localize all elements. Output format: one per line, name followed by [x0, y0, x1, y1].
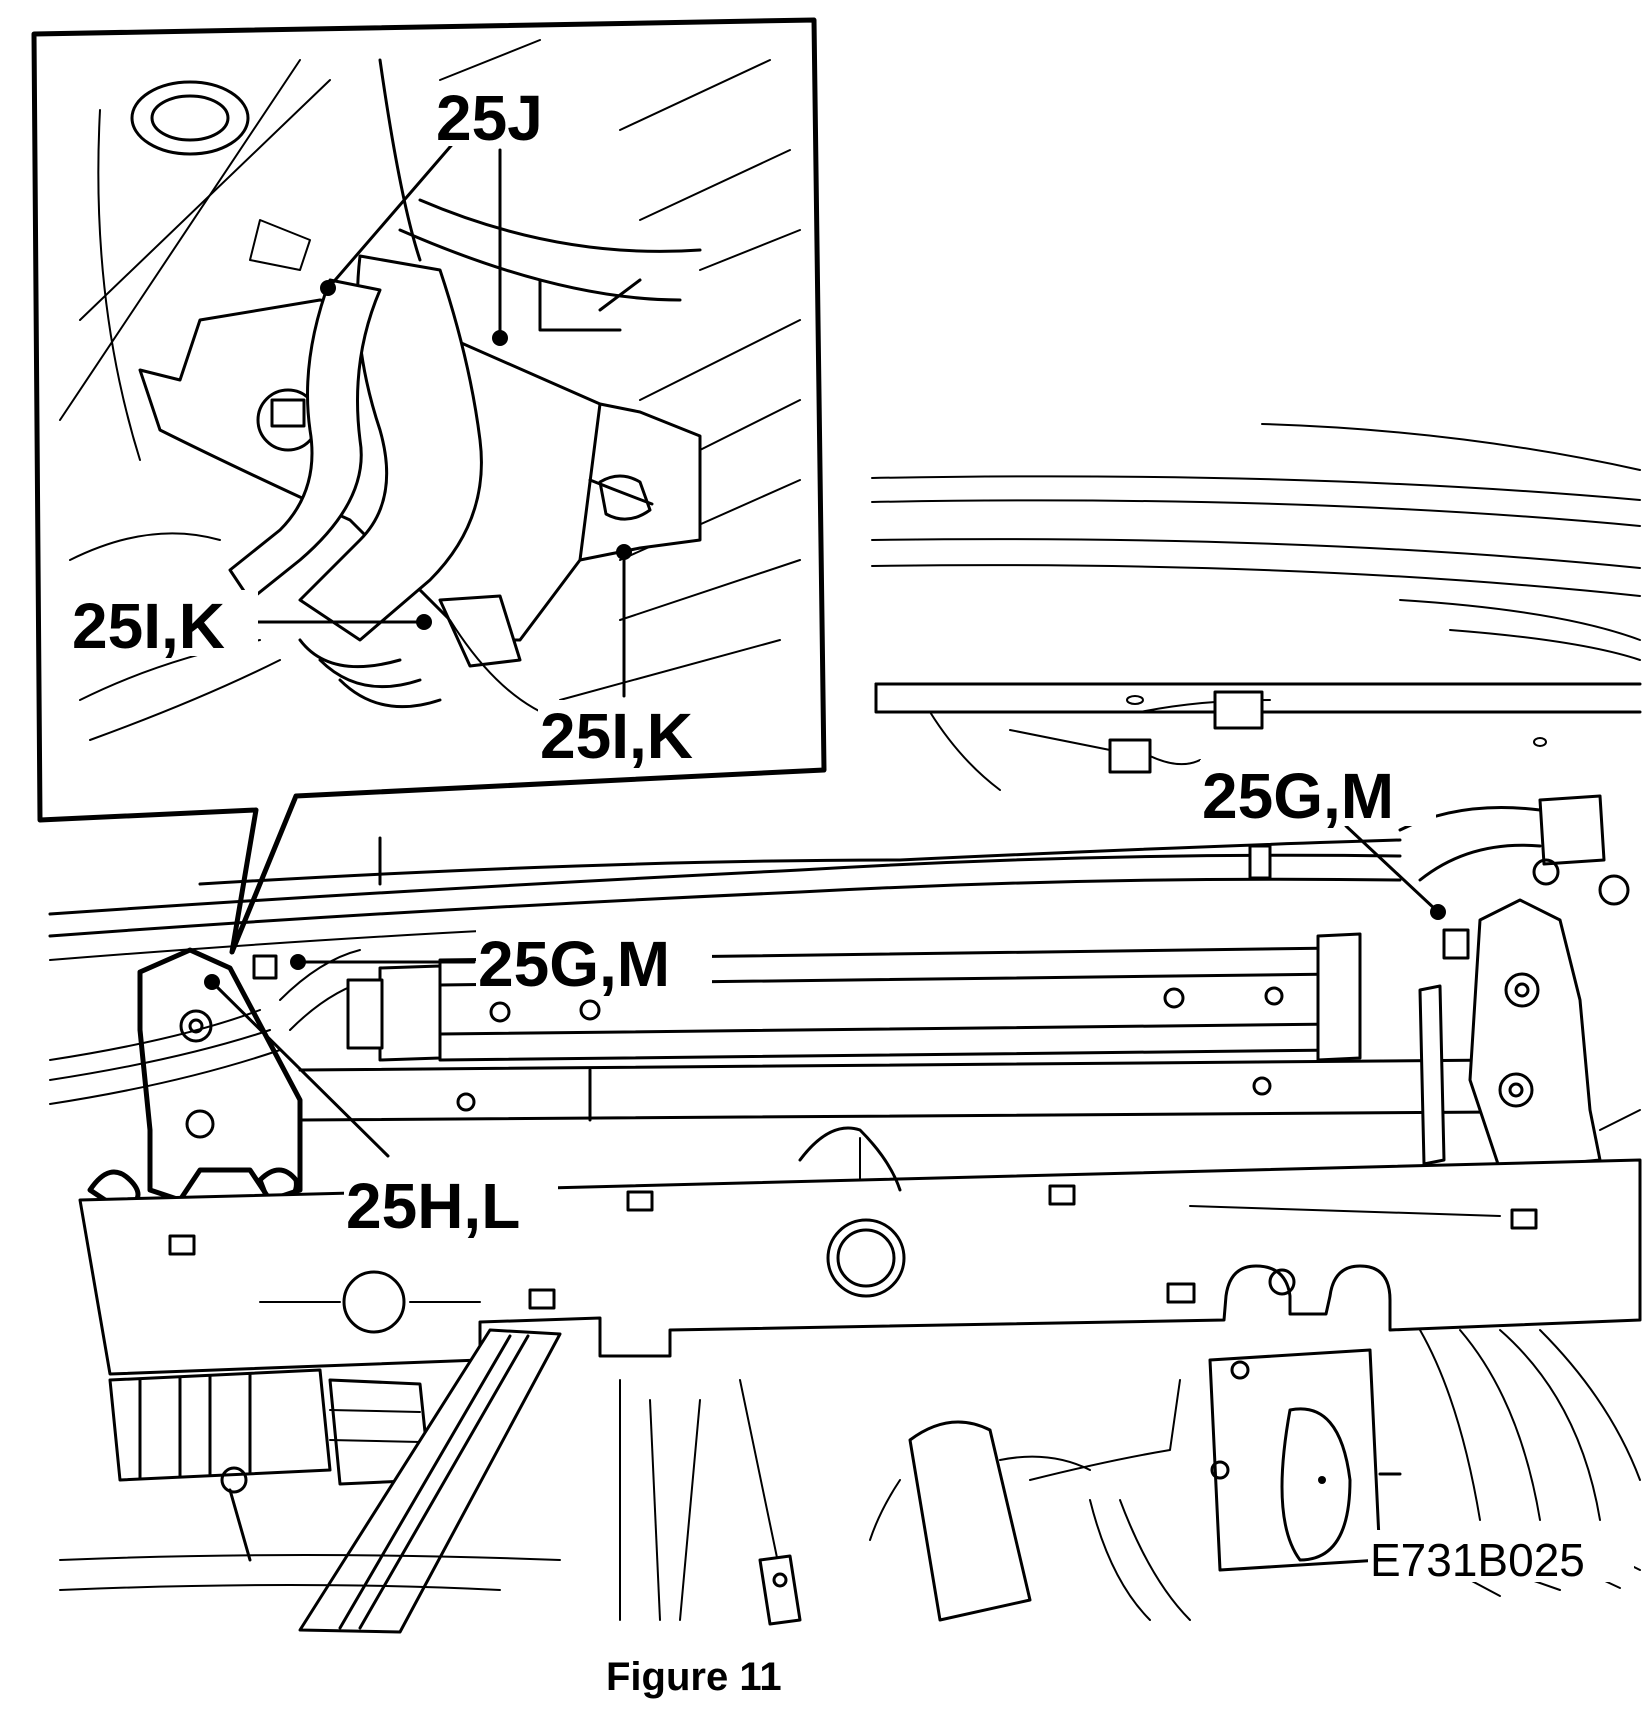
engine-lower	[59, 1328, 1641, 1634]
callout-25ik-right: 25I,K	[540, 700, 693, 772]
leader-dot-25hl	[204, 974, 220, 990]
leader-dot-25gm-mid	[290, 954, 306, 970]
hoses	[48, 836, 1402, 1105]
left-bracket	[87, 947, 303, 1213]
figure-caption: Figure 11	[606, 1655, 782, 1699]
callout-25gm-mid: 25G,M	[478, 928, 670, 1000]
cowl-panel	[874, 682, 1642, 791]
drawing-id: E731B025	[1370, 1534, 1585, 1586]
callout-25ik-left: 25I,K	[72, 590, 225, 662]
main-view	[48, 423, 1642, 1634]
leader-dot-25ik-left	[416, 614, 432, 630]
leader-dot-25j-a	[320, 280, 336, 296]
leaders	[204, 138, 1446, 1158]
leader-dot-25ik-right	[616, 544, 632, 560]
callout-labels: 25J 25I,K 25I,K 25G,M 25G,M 25H,L	[70, 82, 1436, 1242]
callout-25gm-top: 25G,M	[1202, 760, 1394, 832]
leader-dot-25gm-top	[1430, 904, 1446, 920]
leader-dot-25j-b	[492, 330, 508, 346]
hood-lines	[871, 423, 1641, 661]
callout-25hl: 25H,L	[346, 1170, 520, 1242]
lower-rail	[298, 1058, 1502, 1122]
front-crossmember	[78, 1126, 1642, 1376]
right-bracket	[1398, 794, 1641, 1172]
inset-view	[31, 17, 827, 955]
inset-detail	[59, 39, 801, 741]
callout-25j: 25J	[436, 82, 543, 154]
